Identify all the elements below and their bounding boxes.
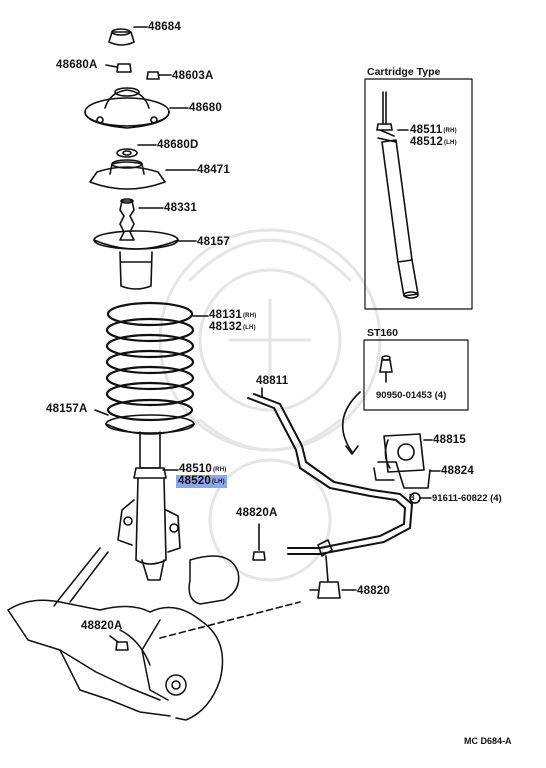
callout-48680[interactable]: 48680: [189, 102, 222, 114]
callout-48511[interactable]: 48511(RH): [410, 124, 457, 137]
lh-suffix: (LH): [242, 325, 256, 331]
stabilizer-bar-48811: [247, 393, 413, 555]
coil-spring-48131: [105, 301, 195, 422]
part-48157A: [105, 414, 195, 435]
strut-48510: [117, 431, 181, 581]
diagram-code: MC D684-A: [464, 736, 512, 746]
part-48820A-nut: [115, 641, 129, 651]
callout-48680A[interactable]: 48680A: [56, 59, 98, 71]
stabilizer-bracket-48824: [373, 461, 431, 489]
rh-suffix: (RH): [242, 313, 257, 319]
part-number: 48510: [179, 463, 212, 475]
part-48680A: [116, 63, 132, 73]
part-48680D: [116, 148, 138, 158]
callout-90950-01453[interactable]: 90950-01453 (4): [376, 390, 447, 401]
part-48157: [93, 230, 179, 290]
bolt-marker: B: [409, 493, 415, 502]
callout-48815[interactable]: 48815: [433, 434, 466, 446]
lh-suffix: (LH): [443, 140, 457, 146]
st160-bolt-90950: [379, 355, 393, 383]
part-number: 48131: [209, 309, 242, 321]
callout-48820[interactable]: 48820: [357, 585, 390, 597]
callout-48132[interactable]: 48132(LH): [209, 321, 256, 334]
knuckle-and-lower-arm: [7, 547, 240, 721]
callout-48684[interactable]: 48684: [148, 21, 181, 33]
part-48471: [89, 159, 166, 190]
callout-48820A-knuckle[interactable]: 48820A: [81, 620, 123, 632]
callout-48824[interactable]: 48824: [441, 465, 474, 477]
part-48603A: [146, 71, 160, 80]
watermark-emblem: [158, 228, 382, 582]
callout-48331[interactable]: 48331: [164, 202, 197, 214]
callout-48512[interactable]: 48512(LH): [410, 136, 457, 149]
part-number: 48132: [209, 321, 242, 333]
callout-48680D[interactable]: 48680D: [157, 139, 199, 151]
st160-title: ST160: [367, 327, 398, 339]
st160-box: [363, 339, 469, 411]
callout-91611-60822[interactable]: 91611-60822 (4): [432, 493, 502, 504]
stabilizer-bushing-48815: [383, 433, 425, 473]
part-number: 48520: [178, 475, 211, 487]
callout-48811[interactable]: 48811: [256, 375, 289, 387]
part-number: 48512: [410, 136, 443, 148]
cartridge-type-box: [364, 78, 473, 310]
part-48680: [84, 87, 170, 129]
callout-48520-highlighted[interactable]: 48520(LH): [176, 475, 227, 488]
callout-48157A[interactable]: 48157A: [46, 403, 88, 415]
bolt-b-symbol: [409, 492, 421, 504]
callout-48471[interactable]: 48471: [197, 164, 230, 176]
part-48820A: [252, 523, 266, 561]
rh-suffix: (RH): [212, 467, 227, 473]
stabilizer-link-48820: [309, 539, 341, 599]
rh-suffix: (RH): [443, 128, 457, 134]
callout-48157[interactable]: 48157: [197, 236, 230, 248]
part-number: 48511: [410, 124, 443, 136]
part-48684: [108, 28, 135, 46]
callout-48820A-bar[interactable]: 48820A: [236, 507, 278, 519]
cartridge-type-title: Cartridge Type: [367, 66, 441, 78]
cartridge-strut-48511: [376, 91, 419, 299]
part-48331: [119, 198, 135, 241]
lh-suffix: (LH): [211, 479, 225, 485]
callout-48510[interactable]: 48510(RH): [179, 463, 226, 476]
callout-48603A[interactable]: 48603A: [172, 70, 214, 82]
callout-48131[interactable]: 48131(RH): [209, 309, 256, 322]
